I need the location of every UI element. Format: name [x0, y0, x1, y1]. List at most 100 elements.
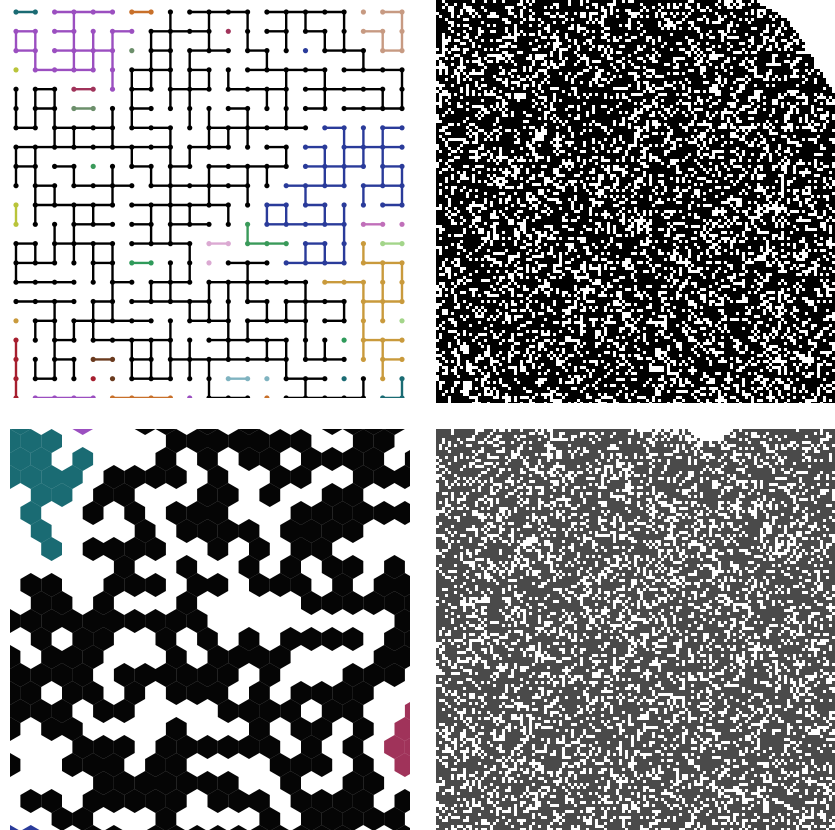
site [13, 357, 18, 362]
site [187, 87, 192, 92]
site [187, 318, 192, 323]
site [322, 338, 327, 343]
site [399, 222, 404, 227]
site [13, 260, 18, 265]
site [13, 318, 18, 323]
site [322, 260, 327, 265]
site [52, 260, 57, 265]
fractal-cluster-b [436, 429, 835, 830]
hex-site [301, 627, 322, 651]
site [322, 67, 327, 72]
site [226, 67, 231, 72]
site [129, 183, 134, 188]
site [342, 299, 347, 304]
site [399, 125, 404, 130]
site [264, 395, 269, 398]
site [91, 338, 96, 343]
site [264, 48, 269, 53]
site [206, 318, 211, 323]
site [91, 125, 96, 130]
site [187, 29, 192, 34]
site [71, 376, 76, 381]
site [264, 106, 269, 111]
site [380, 125, 385, 130]
site [322, 125, 327, 130]
site [322, 280, 327, 285]
hex-site [10, 609, 20, 633]
site [206, 202, 211, 207]
site [91, 395, 96, 398]
hex-site [322, 447, 343, 471]
hex-site [208, 825, 229, 830]
site [52, 48, 57, 53]
site [129, 395, 134, 398]
site [206, 106, 211, 111]
site [168, 395, 173, 398]
site [303, 299, 308, 304]
site [284, 260, 289, 265]
site [303, 222, 308, 227]
site [284, 318, 289, 323]
site [342, 125, 347, 130]
site [168, 125, 173, 130]
site [303, 9, 308, 14]
site [284, 241, 289, 246]
site [71, 318, 76, 323]
site [361, 260, 366, 265]
site [110, 222, 115, 227]
site [342, 145, 347, 150]
site [129, 357, 134, 362]
site [71, 395, 76, 398]
site [52, 125, 57, 130]
site [284, 145, 289, 150]
site [33, 280, 38, 285]
site [380, 260, 385, 265]
site [284, 376, 289, 381]
site [284, 183, 289, 188]
site [33, 106, 38, 111]
site [399, 87, 404, 92]
site [187, 376, 192, 381]
site [168, 164, 173, 169]
site [206, 280, 211, 285]
site [380, 357, 385, 362]
site [149, 357, 154, 362]
site [91, 376, 96, 381]
site [380, 280, 385, 285]
site [342, 106, 347, 111]
site [361, 125, 366, 130]
site [342, 318, 347, 323]
site [245, 241, 250, 246]
site [71, 29, 76, 34]
site [264, 280, 269, 285]
site [168, 376, 173, 381]
site [52, 29, 57, 34]
site [342, 241, 347, 246]
site [52, 67, 57, 72]
site [361, 376, 366, 381]
site [303, 202, 308, 207]
site [245, 29, 250, 34]
site [206, 164, 211, 169]
site [284, 9, 289, 14]
site [149, 222, 154, 227]
site [245, 183, 250, 188]
site [110, 260, 115, 265]
site [187, 280, 192, 285]
site [342, 183, 347, 188]
site [361, 338, 366, 343]
site [399, 48, 404, 53]
site [245, 338, 250, 343]
site [129, 29, 134, 34]
site [129, 87, 134, 92]
site [361, 395, 366, 398]
site [380, 183, 385, 188]
site [149, 280, 154, 285]
site [129, 125, 134, 130]
site [361, 29, 366, 34]
site [168, 299, 173, 304]
site [129, 376, 134, 381]
site [187, 145, 192, 150]
site [264, 338, 269, 343]
hex-site [208, 573, 229, 597]
